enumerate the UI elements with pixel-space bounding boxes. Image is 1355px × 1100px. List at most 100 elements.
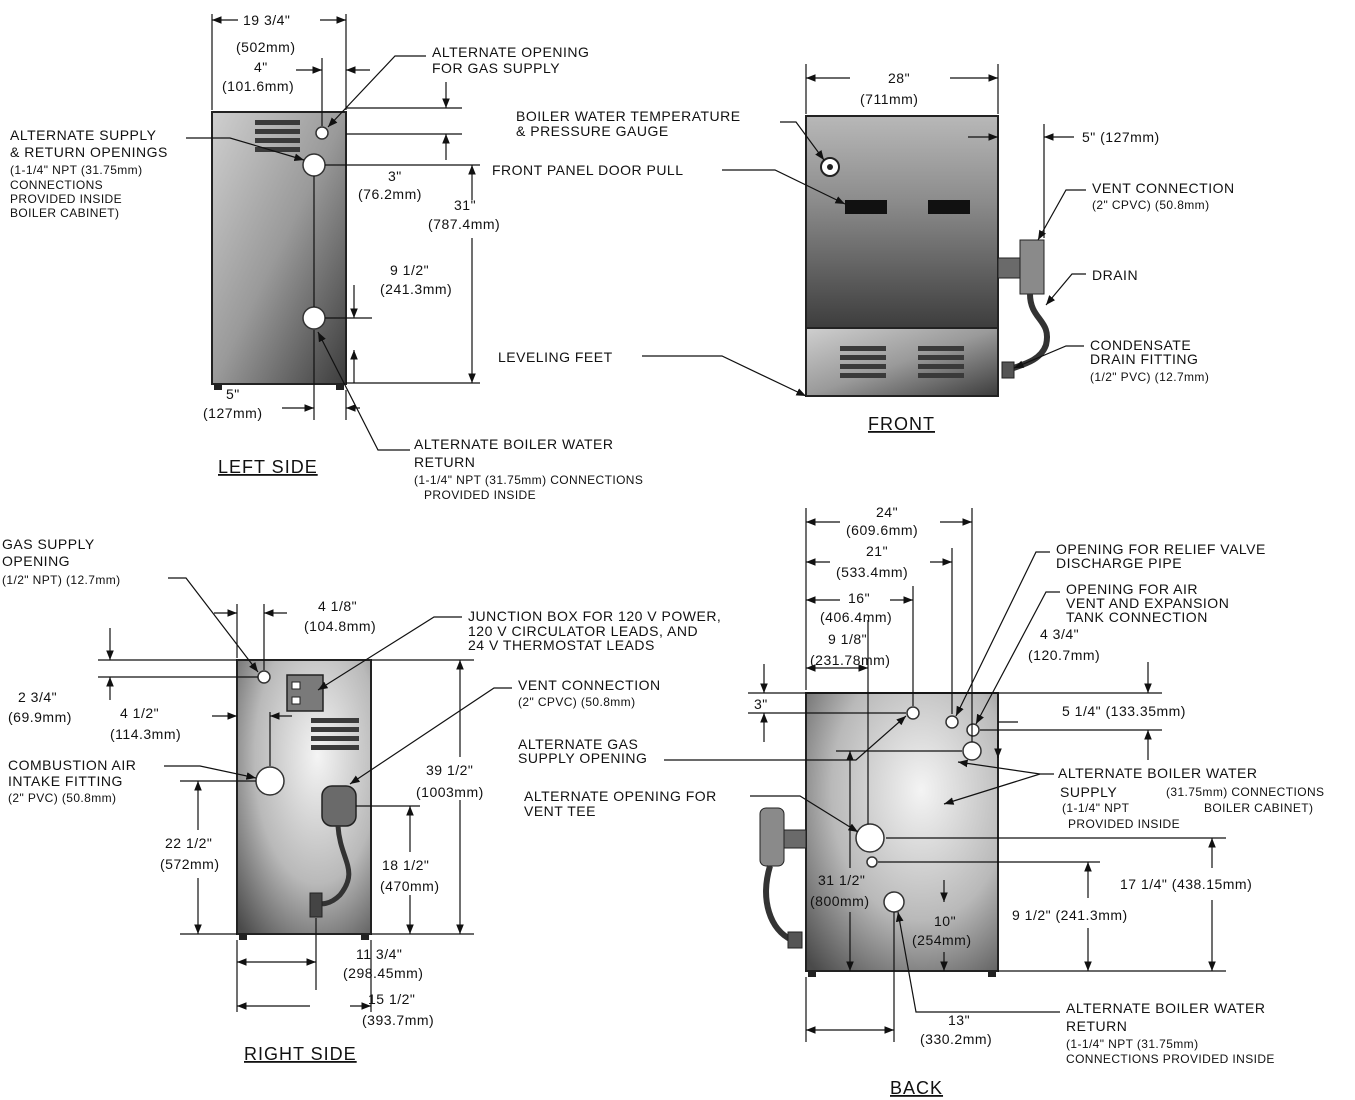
right-vent-connection — [321, 785, 357, 827]
door-pull-right — [928, 200, 970, 214]
back-return-label-1: ALTERNATE BOILER WATER — [1066, 1000, 1266, 1016]
back-1714-dim: 17 1/4" (438.15mm) — [1120, 876, 1252, 892]
right-1812-dim-mm: (470mm) — [380, 878, 440, 894]
back-cabinet — [805, 692, 999, 972]
air-intake-label-3: (2" PVC) (50.8mm) — [8, 791, 116, 805]
left-return-label-1: ALTERNATE BOILER WATER — [414, 436, 614, 452]
right-side-view: GAS SUPPLY OPENING (1/2" NPT) (12.7mm) 4… — [2, 536, 721, 1064]
airvent-label-1: OPENING FOR AIR — [1066, 581, 1198, 597]
front-vent-pipe-vertical — [1019, 239, 1045, 295]
door-pull-left — [845, 200, 887, 214]
back-918-dim-mm: (231.78mm) — [810, 652, 890, 668]
gauge-label-2: & PRESSURE GAUGE — [516, 123, 669, 139]
back-918-dim: 9 1/8" — [828, 631, 867, 647]
airvent-label-2: VENT AND EXPANSION — [1066, 595, 1229, 611]
right-side-title: RIGHT SIDE — [244, 1044, 357, 1064]
left-foot-right — [336, 384, 344, 390]
right-234-dim-mm: (69.9mm) — [8, 709, 72, 725]
back-912-dim: 9 1/2" (241.3mm) — [1012, 907, 1128, 923]
left-return-label-4: PROVIDED INSIDE — [424, 488, 536, 502]
left-31-dim-mm: (787.4mm) — [428, 216, 500, 232]
front-width-dim-mm: (711mm) — [860, 91, 918, 107]
left-supply-label-1: ALTERNATE SUPPLY — [10, 127, 157, 143]
left-gas-label-1: ALTERNATE OPENING — [432, 44, 589, 60]
door-pull-label: FRONT PANEL DOOR PULL — [492, 162, 684, 178]
back-13-dim: 13" — [948, 1012, 970, 1028]
left-3-dim-mm: (76.2mm) — [358, 186, 422, 202]
right-gas-label-1: GAS SUPPLY — [2, 536, 95, 552]
gauge-label-1: BOILER WATER TEMPERATURE — [516, 108, 741, 124]
right-vent-label-2: (2" CPVC) (50.8mm) — [518, 695, 635, 709]
left-width-dim-mm: (502mm) — [236, 39, 296, 55]
left-gas-label-2: FOR GAS SUPPLY — [432, 60, 560, 76]
right-gas-label-3: (1/2" NPT) (12.7mm) — [2, 573, 121, 587]
front-vent-label-2: (2" CPVC) (50.8mm) — [1092, 198, 1209, 212]
jbox-label-1: JUNCTION BOX FOR 120 V POWER, — [468, 608, 721, 624]
left-4-dim: 4" — [254, 59, 268, 75]
back-434-dim: 4 3/4" — [1040, 626, 1079, 642]
left-9-dim-mm: (241.3mm) — [380, 281, 452, 297]
condensate-label-1: CONDENSATE — [1090, 337, 1191, 353]
left-supply-opening — [302, 153, 326, 177]
back-altgas-label-1: ALTERNATE GAS — [518, 736, 638, 752]
back-10-dim-mm: (254mm) — [912, 932, 972, 948]
left-9-dim: 9 1/2" — [390, 262, 429, 278]
back-title: BACK — [890, 1078, 943, 1098]
left-5-dim-mm: (127mm) — [203, 405, 263, 421]
back-10-dim: 10" — [934, 913, 956, 929]
back-3-dim: 3" — [754, 696, 768, 712]
back-supply-label-1: ALTERNATE BOILER WATER — [1058, 765, 1258, 781]
air-vent-opening — [966, 723, 980, 737]
right-gas-opening — [257, 670, 271, 684]
right-louvers — [311, 718, 359, 750]
left-4-dim-mm: (101.6mm) — [222, 78, 294, 94]
back-16-dim: 16" — [848, 590, 870, 606]
condensate-label-3: (1/2" PVC) (12.7mm) — [1090, 370, 1209, 384]
left-return-label-2: RETURN — [414, 454, 475, 470]
front-view: 28" (711mm) 5" (127mm) BOILER WATER TEMP… — [492, 64, 1234, 434]
right-1512-dim-mm: (393.7mm) — [362, 1012, 434, 1028]
right-2212-dim: 22 1/2" — [165, 835, 212, 851]
jbox-label-3: 24 V THERMOSTAT LEADS — [468, 637, 655, 653]
front-5-dim: 5" (127mm) — [1082, 129, 1160, 145]
back-small-opening — [866, 856, 878, 868]
air-intake-label-2: INTAKE FITTING — [8, 773, 123, 789]
left-return-label-3: (1-1/4" NPT (31.75mm) CONNECTIONS — [414, 473, 643, 487]
left-3-dim: 3" — [388, 168, 402, 184]
front-cabinet — [805, 115, 999, 329]
junction-box — [286, 674, 324, 712]
back-16-dim-mm: (406.4mm) — [820, 609, 892, 625]
left-side-view: 19 3/4" (502mm) 4" (101.6mm) ALTERNATE O… — [10, 12, 643, 502]
combustion-air-intake — [255, 766, 285, 796]
back-supply-label-5: BOILER CABINET) — [1204, 801, 1313, 815]
back-altgas-label-2: SUPPLY OPENING — [518, 750, 647, 766]
back-return-label-3: (1-1/4" NPT (31.75mm) — [1066, 1037, 1198, 1051]
back-supply-label-4: (1-1/4" NPT — [1062, 801, 1130, 815]
back-21-dim: 21" — [866, 543, 888, 559]
left-gas-opening — [315, 126, 329, 140]
venttee-label-2: VENT TEE — [524, 803, 596, 819]
right-418-dim: 4 1/8" — [318, 598, 357, 614]
drain-label: DRAIN — [1092, 267, 1138, 283]
back-24-dim: 24" — [876, 504, 898, 520]
relief-label-2: DISCHARGE PIPE — [1056, 555, 1182, 571]
back-return-opening — [883, 891, 905, 913]
left-supply-label-4: CONNECTIONS — [10, 178, 103, 192]
right-drain-fitting — [309, 892, 323, 918]
back-21-dim-mm: (533.4mm) — [836, 564, 908, 580]
left-louvers — [255, 120, 300, 152]
venttee-label-1: ALTERNATE OPENING FOR — [524, 788, 717, 804]
right-1512-dim: 15 1/2" — [368, 991, 415, 1007]
left-side-title: LEFT SIDE — [218, 457, 318, 477]
right-1134-dim: 11 3/4" — [356, 946, 402, 962]
back-view: 24" (609.6mm) 21" (533.4mm) 16" (406.4mm… — [518, 504, 1324, 1098]
front-vent-pipe-horizontal — [997, 257, 1021, 279]
front-drain-hose — [1006, 293, 1051, 373]
front-condensate-fitting — [1001, 361, 1015, 379]
left-foot-left — [214, 384, 222, 390]
right-418-dim-mm: (104.8mm) — [304, 618, 376, 634]
left-5-dim: 5" — [226, 386, 240, 402]
front-lower-panel — [805, 327, 999, 397]
left-supply-label-2: & RETURN OPENINGS — [10, 144, 168, 160]
